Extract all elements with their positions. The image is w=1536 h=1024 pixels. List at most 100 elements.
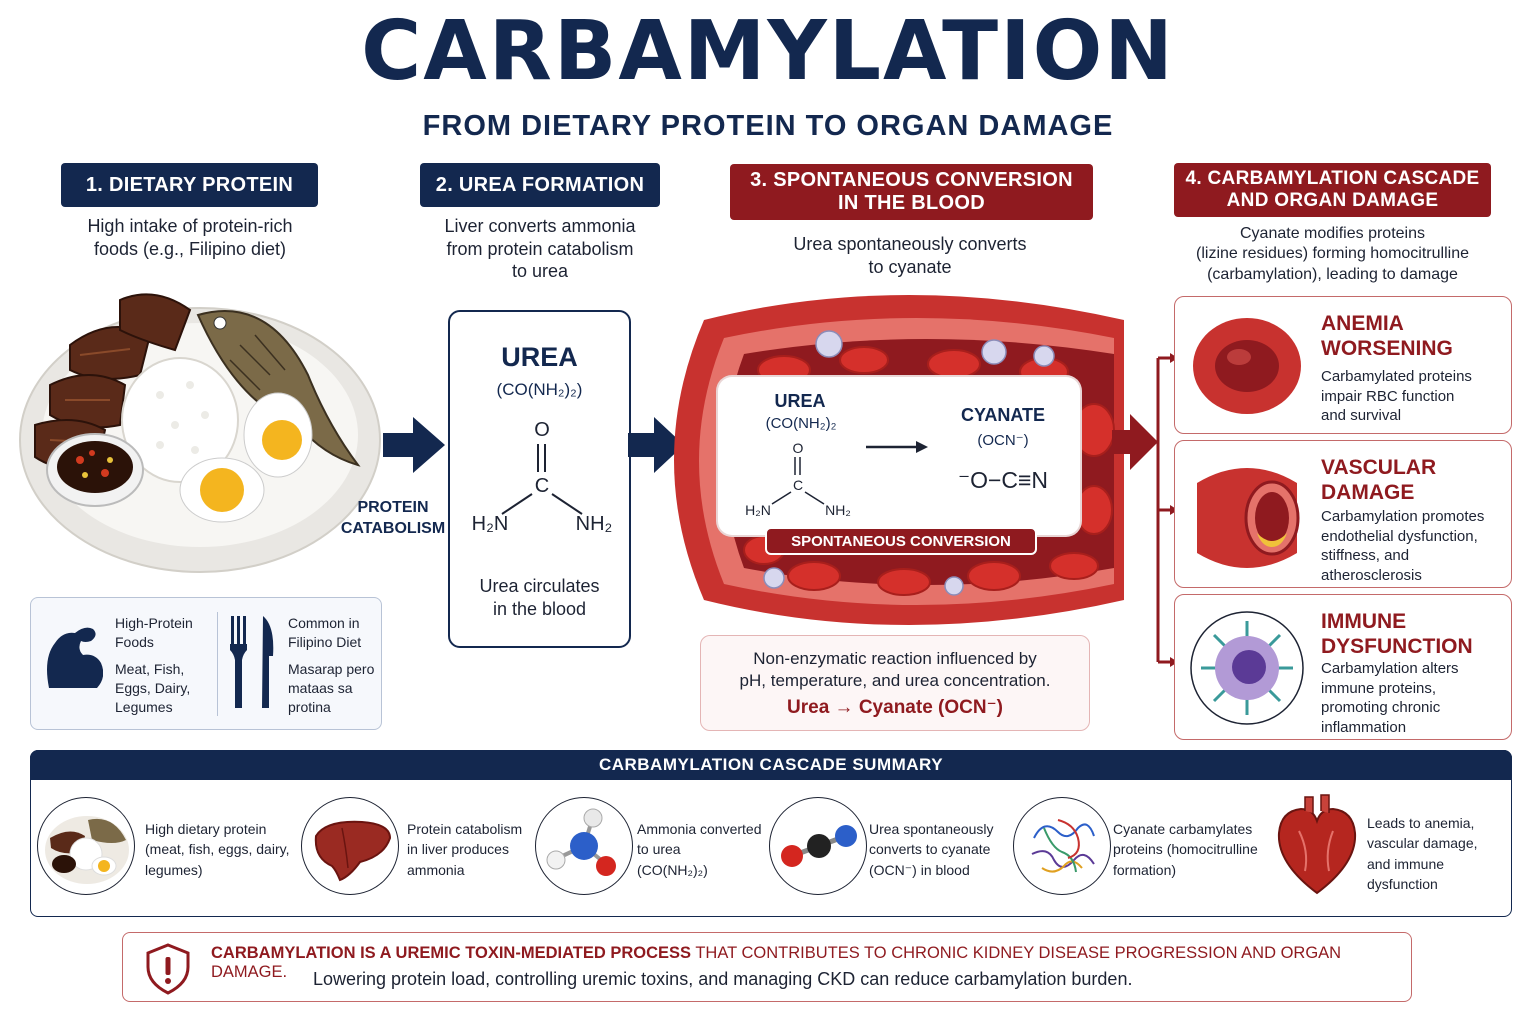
reaction-note-box: Non-enzymatic reaction influenced by pH,… (700, 635, 1090, 731)
urea-caption: Urea circulates in the blood (450, 575, 629, 622)
damage-body-line: inflammation (1321, 718, 1407, 736)
food-col1-heading-line: Foods (115, 633, 154, 650)
summary-line: proteins (homocitrulline (1113, 841, 1258, 858)
urea-caption-line: Urea circulates (479, 576, 600, 596)
step-2-desc-line: Liver converts ammonia (444, 216, 636, 236)
reaction-right-group: NH₂ (825, 502, 851, 518)
food-col1-body: Meat, Fish, Eggs, Dairy, Legumes (115, 660, 190, 717)
urea-right-group: NH₂ (576, 513, 613, 535)
damage-card-body: Carbamylated proteins impair RBC functio… (1321, 367, 1472, 426)
arrow-right-icon (628, 417, 684, 473)
damage-body-line: Carbamylated proteins (1321, 368, 1472, 385)
divider (217, 612, 218, 716)
urea-card: UREA (CO(NH₂)₂) O C H₂N NH₂ Urea circula… (448, 310, 631, 648)
footer-line-1: CARBAMYLATION IS A UREMIC TOXIN-MEDIATED… (211, 944, 1411, 982)
meal-plate-icon (37, 797, 135, 895)
heart-icon (1277, 794, 1357, 895)
damage-card-vascular: VASCULAR DAMAGE Carbamylation promotes e… (1174, 440, 1512, 588)
step-1-heading: 1. DIETARY PROTEIN (61, 163, 318, 207)
step-1-desc-line: foods (e.g., Filipino diet) (93, 238, 287, 259)
damage-card-immune: IMMUNE DYSFUNCTION Carbamylation alters … (1174, 594, 1512, 740)
arrow-right-icon (383, 417, 445, 473)
summary-line: formation) (1113, 861, 1177, 878)
food-col2-body-line: mataas sa (288, 679, 353, 696)
step-4-desc-line: (lizine residues) forming homocitrulline (1196, 245, 1469, 263)
food-col1-heading: High-Protein Foods (115, 614, 193, 652)
damage-title-line: IMMUNE (1321, 610, 1407, 633)
damage-title-line: DYSFUNCTION (1321, 635, 1473, 659)
damage-body-line: impair RBC function (1321, 387, 1455, 405)
cyanate-molecule-icon (769, 797, 867, 895)
step-1-heading-text: 1. DIETARY PROTEIN (85, 173, 294, 196)
step-2-description: Liver converts ammonia from protein cata… (400, 215, 680, 283)
urea-name: UREA (501, 342, 578, 372)
food-col2-heading: Common in Filipino Diet (288, 614, 361, 652)
summary-line: Cyanate carbamylates (1113, 821, 1253, 837)
summary-item-text: Ammonia converted to urea (CO(NH₂)₂) (637, 819, 763, 880)
food-col2-body: Masarap pero mataas sa protina (288, 660, 374, 717)
step-3-desc-line: Urea spontaneously converts (793, 234, 1027, 254)
reaction-left-group: H₂N (745, 502, 771, 518)
damage-title-line: WORSENING (1321, 337, 1453, 361)
summary-item-text: Cyanate carbamylates proteins (homocitru… (1113, 819, 1273, 880)
reaction-note-text: Non-enzymatic reaction influenced by pH,… (701, 648, 1089, 692)
step-4-heading-line: AND ORGAN DAMAGE (1226, 190, 1439, 211)
protein-catabolism-label: PROTEIN CATABOLISM (338, 498, 448, 540)
warning-shield-icon (146, 943, 190, 995)
summary-item-text: Leads to anemia, vascular damage, and im… (1367, 813, 1497, 894)
footer-bold-text: CARBAMYLATION IS A UREMIC TOXIN-MEDIATED… (211, 944, 692, 962)
liver-icon (301, 797, 399, 895)
reaction-urea-name: UREA (774, 391, 826, 411)
cascade-summary-panel: CARBAMYLATION CASCADE SUMMARY High dieta… (30, 750, 1512, 917)
reaction-cyanate-formula: (OCN⁻) (977, 432, 1029, 449)
artery-plaque-icon (1197, 468, 1300, 568)
damage-card-body: Carbamylation promotes endothelial dysfu… (1321, 507, 1484, 585)
summary-title: CARBAMYLATION CASCADE SUMMARY (30, 750, 1512, 780)
food-col2-body-line: protina (288, 698, 331, 715)
summary-line: (OCN⁻) in blood (869, 861, 970, 878)
reaction-o-atom: O (793, 440, 804, 456)
red-blood-cell-icon (1193, 318, 1301, 414)
food-col1-body-line: Eggs, Dairy, (115, 679, 191, 696)
damage-body-line: Carbamylation alters (1321, 660, 1459, 677)
summary-line: Ammonia converted (637, 821, 762, 837)
damage-title-line: DAMAGE (1321, 481, 1415, 505)
summary-line: ammonia (407, 861, 465, 878)
urea-formula: (CO(NH₂)₂) (496, 380, 583, 399)
urea-o-atom: O (534, 419, 550, 441)
summary-line: dysfunction (1367, 875, 1438, 892)
high-protein-foods-box: High-Protein Foods Meat, Fish, Eggs, Dai… (30, 597, 382, 730)
urea-to-cyanate-reaction-box: UREA (CO(NH₂)₂ O C H₂N NH₂ CYANATE (OCN⁻… (718, 377, 1080, 535)
food-col2-body-line: Masarap pero (288, 661, 375, 677)
step-2-heading-text: 2. UREA FORMATION (435, 173, 645, 196)
damage-body-line: immune proteins, (1321, 679, 1437, 697)
key-message-footer: CARBAMYLATION IS A UREMIC TOXIN-MEDIATED… (122, 932, 1412, 1002)
step-4-desc-line: (carbamylation), leading to damage (1207, 265, 1458, 283)
reaction-arrow-icon (866, 441, 928, 453)
summary-line: legumes) (145, 861, 203, 878)
summary-line: Protein catabolism (407, 821, 523, 837)
damage-body-line: promoting chronic (1321, 699, 1441, 716)
step-3-description: Urea spontaneously converts to cyanate (760, 233, 1060, 278)
damage-body-line: endothelial dysfunction, (1321, 527, 1478, 545)
damage-card-body: Carbamylation alters immune proteins, pr… (1321, 659, 1459, 737)
damage-card-title: ANEMIA WORSENING (1321, 311, 1453, 361)
urea-caption-line: in the blood (492, 599, 587, 620)
damage-card-title: IMMUNE DYSFUNCTION (1321, 609, 1473, 659)
step-4-heading-line: 4. CARBAMYLATION CASCADE (1185, 168, 1480, 190)
reaction-note-line: pH, temperature, and urea concentration. (739, 671, 1051, 691)
step-2-desc-line: to urea (511, 261, 569, 281)
food-col1-heading-line: High-Protein (115, 615, 193, 631)
immune-cell-icon (1190, 611, 1304, 725)
filipino-meal-plate-illustration (19, 293, 381, 573)
summary-line: (meat, fish, eggs, dairy, (145, 841, 290, 858)
food-col2-heading-line: Filipino Diet (288, 633, 362, 650)
summary-line: Urea spontaneously (869, 821, 994, 837)
step-3-heading-line: 3. SPONTANEOUS CONVERSION (750, 169, 1073, 191)
reaction-cyanate-name: CYANATE (960, 405, 1045, 425)
step-3-desc-line: to cyanate (868, 256, 952, 277)
summary-line: to urea (637, 841, 681, 858)
cyanate-structure: ⁻O−C≡N (957, 467, 1049, 493)
step-4-description: Cyanate modifies proteins (lizine residu… (1160, 224, 1505, 285)
step-3-heading-line: IN THE BLOOD (838, 192, 985, 214)
